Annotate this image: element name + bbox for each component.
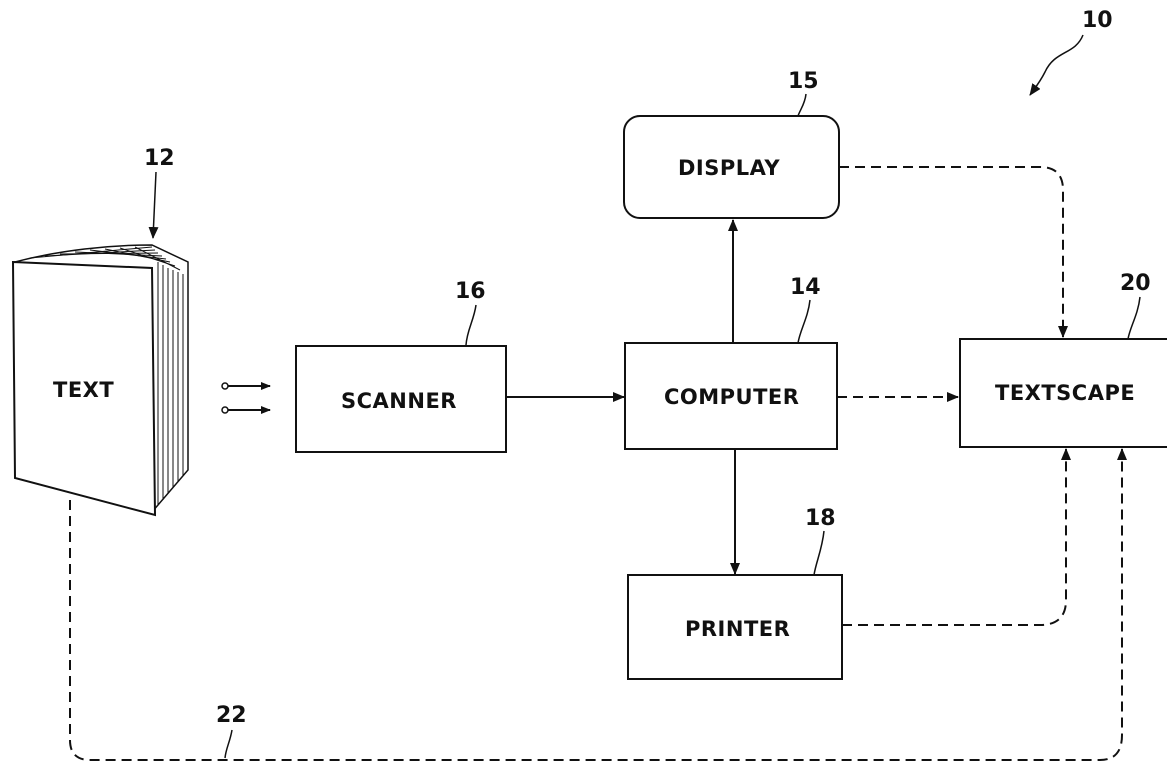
- system-ref-label: 10: [1082, 8, 1113, 33]
- textscape-block: TEXTSCAPE 20: [959, 271, 1167, 448]
- printer-to-textscape-arrow: [842, 448, 1071, 626]
- computer-ref-label: 14: [790, 275, 821, 300]
- scanner-ref-label: 16: [455, 279, 486, 304]
- feedback-ref-22: 22: [216, 703, 247, 759]
- computer-block: COMPUTER 14: [624, 275, 838, 450]
- display-ref-leader: [797, 93, 807, 117]
- feedback-ref-leader: [224, 729, 233, 759]
- printer-box: [627, 574, 843, 680]
- text-to-textscape-feedback-arrow: [69, 448, 1127, 761]
- printer-block: PRINTER 18: [627, 506, 843, 680]
- printer-ref-label: 18: [805, 506, 836, 531]
- display-label: DISPLAY: [678, 156, 780, 180]
- textscape-ref-label: 20: [1120, 271, 1151, 296]
- text-ref-leader: [148, 171, 159, 239]
- book-cover: [11, 260, 157, 517]
- text-to-scanner-arrows: [221, 382, 271, 414]
- printer-ref-leader: [813, 530, 825, 576]
- computer-label: COMPUTER: [664, 385, 799, 409]
- textscape-ref-leader: [1127, 296, 1141, 340]
- book-page-lines: [29, 246, 184, 505]
- textscape-label: TEXTSCAPE: [995, 381, 1135, 405]
- printer-label: PRINTER: [685, 617, 790, 641]
- display-ref-label: 15: [788, 69, 819, 94]
- text-book: TEXT 12: [11, 146, 189, 517]
- text-ref-label: 12: [144, 146, 175, 171]
- display-to-textscape-arrow: [839, 166, 1068, 338]
- display-block: DISPLAY 15: [623, 69, 840, 219]
- text-label: TEXT: [53, 378, 114, 402]
- scanner-box: [295, 345, 507, 453]
- scanner-block: SCANNER 16: [295, 279, 507, 453]
- scanner-label: SCANNER: [341, 389, 457, 413]
- system-ref-10: 10: [1029, 8, 1113, 96]
- system-ref-leader: [1029, 34, 1084, 96]
- feedback-ref-label: 22: [216, 703, 247, 728]
- textscape-box: [959, 338, 1167, 448]
- scanner-ref-leader: [465, 304, 477, 346]
- computer-ref-leader: [797, 299, 811, 344]
